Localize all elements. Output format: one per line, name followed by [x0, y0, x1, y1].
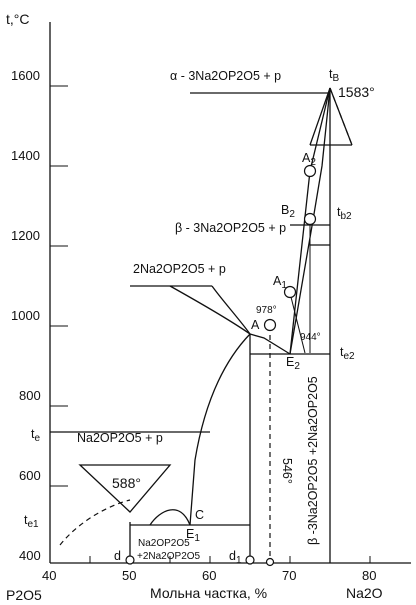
label-b2: B2	[281, 203, 295, 220]
label-d: d	[114, 549, 121, 563]
liquidus-3na2o	[289, 87, 331, 355]
label-two-na-phase: 2Na2OP2O5 + p	[133, 262, 226, 276]
point-b2	[303, 212, 317, 226]
triangle-588	[78, 464, 172, 513]
label-lower-mix-2: +2Na2OP2O5	[137, 551, 201, 562]
label-tb2: tb2	[337, 205, 352, 222]
label-a: A	[251, 318, 260, 332]
point-d1	[245, 555, 255, 565]
label-one-na-phase: Na2OP2O5 + p	[77, 431, 163, 445]
x-tick-80: 80	[362, 568, 376, 583]
curve-te1-dashed	[59, 499, 131, 546]
x-tick-60: 60	[202, 568, 216, 583]
label-beta-phase: β - 3Na2OP2O5 + p	[175, 221, 286, 235]
y-tick-800: 800	[19, 388, 41, 403]
y-tick-1400: 1400	[11, 148, 40, 163]
point-a1	[283, 285, 297, 299]
x-axis-right-end: Na2O	[346, 585, 383, 601]
label-944: 944°	[300, 332, 321, 343]
point-a2	[303, 164, 317, 178]
label-a2: A2	[302, 151, 316, 168]
label-tb: tB	[329, 67, 339, 84]
y-label-te: te	[31, 427, 40, 444]
label-alpha-phase: α - 3Na2OP2O5 + p	[170, 69, 281, 83]
label-c: C	[195, 508, 204, 522]
label-546: 546°	[280, 458, 294, 484]
x-tick-50: 50	[122, 568, 136, 583]
y-tick-1200: 1200	[11, 228, 40, 243]
point-d	[125, 555, 135, 565]
two-na-region-inner	[211, 285, 251, 335]
liquidus-2na2o-right	[249, 333, 291, 355]
point-546-base	[265, 557, 275, 567]
y-tick-marks	[50, 85, 68, 487]
a1-to-e2-line	[289, 292, 306, 354]
label-d1: d1	[229, 549, 242, 566]
y-label-te1: te1	[24, 513, 39, 530]
y-tick-400: 400	[19, 548, 41, 563]
label-te2: te2	[340, 345, 355, 362]
point-978	[263, 318, 277, 332]
label-1583: 1583°	[338, 84, 375, 100]
two-na-region-boundary	[169, 285, 251, 335]
triangle-1583-dashed	[329, 87, 353, 146]
liquidus-na2op2o5	[149, 509, 191, 526]
label-lower-mix-1: Na2OP2O5	[138, 538, 190, 549]
label-e2: E2	[286, 355, 300, 372]
label-a1: A1	[273, 274, 287, 291]
x-axis-title: Мольна частка, %	[150, 585, 267, 601]
label-beta-vertical: β -3Na2OP2O5 +2Na2OP2O5	[306, 376, 320, 545]
label-588: 588°	[112, 475, 141, 491]
x-axis-left-end: P2O5	[6, 587, 42, 603]
y-axis-unit: t,°C	[6, 11, 30, 27]
label-e1: E1	[186, 527, 200, 544]
x-tick-70: 70	[282, 568, 296, 583]
y-tick-1000: 1000	[11, 308, 40, 323]
y-tick-600: 600	[19, 468, 41, 483]
liquidus-2na2o-left	[189, 333, 251, 526]
y-tick-1600: 1600	[11, 68, 40, 83]
label-978: 978°	[256, 305, 277, 316]
x-tick-40: 40	[42, 568, 56, 583]
